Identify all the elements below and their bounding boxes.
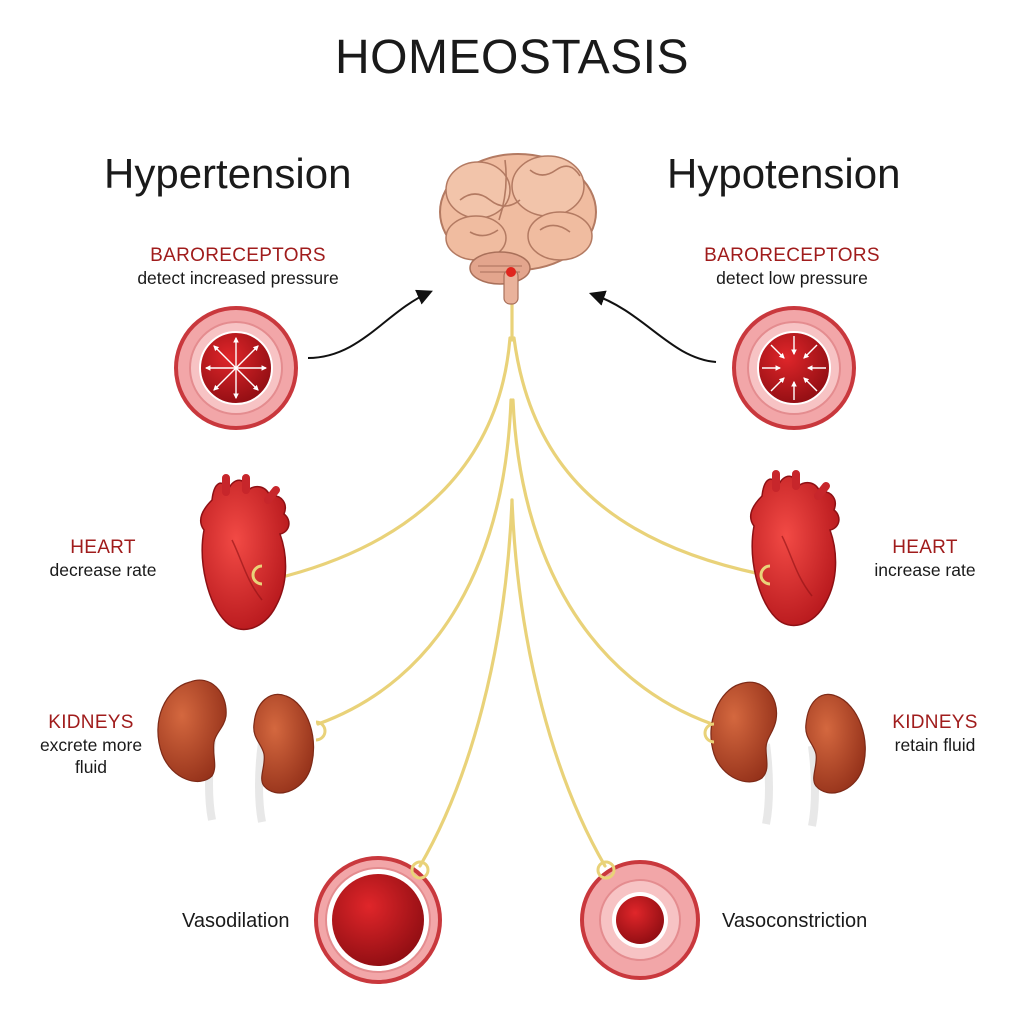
arrow-to-brain-right bbox=[588, 290, 717, 363]
nerve-to-right-heart bbox=[512, 336, 762, 576]
text-kidneys-left-line1: excrete more bbox=[39, 735, 143, 755]
baroreceptor-vessel-icon-left bbox=[174, 306, 298, 430]
kidney-icon-left-outer bbox=[157, 679, 227, 821]
label-heart-right: HEART bbox=[892, 537, 958, 558]
nerve-to-right-kidney bbox=[511, 398, 714, 726]
text-heart-left: decrease rate bbox=[49, 560, 157, 580]
arrow-to-brain-left bbox=[307, 289, 433, 359]
text-kidneys-right: retain fluid bbox=[894, 735, 976, 755]
heading-hypotension: Hypotension bbox=[667, 150, 901, 197]
text-kidneys-left-line2: fluid bbox=[74, 757, 108, 777]
nerve-to-dilated-vessel bbox=[418, 498, 514, 868]
caption-vasodilation: Vasodilation bbox=[182, 910, 290, 932]
heart-icon-right bbox=[749, 470, 840, 627]
label-heart-left: HEART bbox=[70, 537, 136, 558]
nerve-to-left-heart bbox=[284, 336, 512, 578]
baroreceptor-vessel-icon-right bbox=[732, 306, 856, 430]
heart-icon-left bbox=[199, 474, 290, 631]
label-baroreceptors-left: BARORECEPTORS bbox=[150, 245, 326, 266]
heading-hypertension: Hypertension bbox=[104, 150, 352, 197]
nerve-to-left-kidney bbox=[316, 398, 513, 726]
vasoconstriction-vessel-icon bbox=[580, 860, 700, 980]
kidney-icon-right-outer bbox=[805, 693, 866, 827]
text-baroreceptors-right: detect low pressure bbox=[716, 268, 868, 288]
nerve-fibers bbox=[284, 276, 762, 868]
text-heart-right: increase rate bbox=[874, 560, 976, 580]
page-title: HOMEOSTASIS bbox=[335, 31, 689, 84]
label-kidneys-left: KIDNEYS bbox=[48, 712, 134, 733]
label-baroreceptors-right: BARORECEPTORS bbox=[704, 245, 880, 266]
label-kidneys-right: KIDNEYS bbox=[892, 712, 978, 733]
text-baroreceptors-left: detect increased pressure bbox=[137, 268, 339, 288]
caption-vasoconstriction: Vasoconstriction bbox=[722, 910, 868, 932]
nerve-to-constricted-vessel bbox=[510, 498, 607, 868]
kidney-icon-right-inner bbox=[703, 681, 778, 825]
vasodilation-vessel-icon bbox=[314, 856, 442, 984]
brain-icon bbox=[439, 153, 597, 305]
kidney-icon-left-inner bbox=[253, 693, 327, 823]
